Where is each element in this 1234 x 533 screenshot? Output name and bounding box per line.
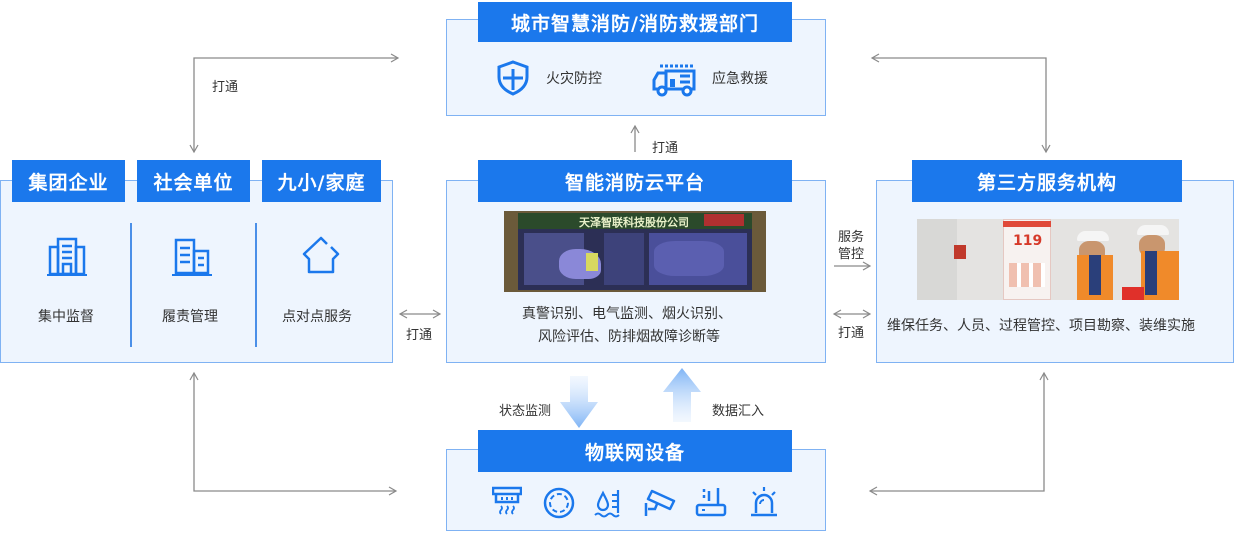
connector-top-left xyxy=(189,53,400,154)
connector-label-left-center: 打通 xyxy=(406,328,433,343)
water-level-icon xyxy=(594,487,624,523)
data-in-label: 数据汇入 xyxy=(712,404,765,419)
control-room-screen-image: 天泽智联科技股份公司 xyxy=(504,211,766,292)
platform-capabilities-line2: 风险评估、防排烟故障诊断等 xyxy=(538,329,720,345)
fire-truck-icon xyxy=(652,62,698,102)
fire-prevention-label: 火灾防控 xyxy=(546,71,602,87)
connector-top-right xyxy=(870,53,1051,154)
router-icon xyxy=(695,486,727,522)
smoke-detector-icon xyxy=(491,486,523,522)
workers-inspection-image: 119 xyxy=(917,219,1179,300)
shield-icon xyxy=(496,60,530,100)
office-building-icon xyxy=(47,237,87,281)
camera-icon xyxy=(643,487,677,523)
house-icon xyxy=(301,235,341,279)
platform-capabilities-line1: 真警识别、电气监测、烟火识别、 xyxy=(522,306,732,322)
iot-devices-title: 物联网设备 xyxy=(478,430,792,472)
connector-bottom-left xyxy=(189,371,398,496)
alarm-light-icon xyxy=(748,486,780,522)
third-party-title: 第三方服务机构 xyxy=(912,160,1182,202)
sensor-disc-icon xyxy=(543,487,575,523)
connector-label-service-line2: 管控 xyxy=(838,247,865,262)
maintenance-services-label: 维保任务、人员、过程管控、项目勘察、装维实施 xyxy=(887,318,1195,334)
tab-group-enterprise: 集团企业 xyxy=(12,160,125,202)
column-divider xyxy=(130,223,132,347)
poster-number: 119 xyxy=(1013,233,1043,249)
responsibility-management-label: 履责管理 xyxy=(162,309,218,325)
fire-department-title: 城市智慧消防/消防救援部门 xyxy=(478,2,792,42)
central-supervision-label: 集中监督 xyxy=(38,309,94,325)
connector-label-center-right: 打通 xyxy=(838,326,865,341)
connector-label-service-line1: 服务 xyxy=(838,230,865,245)
connector-label-top-left: 打通 xyxy=(212,80,239,95)
building-icon xyxy=(172,237,212,281)
tab-social-unit: 社会单位 xyxy=(137,160,250,202)
connector-label-center-up: 打通 xyxy=(652,141,679,156)
tab-small-places-family: 九小/家庭 xyxy=(262,160,381,202)
connector-bottom-right xyxy=(868,371,1049,496)
status-monitor-arrow xyxy=(560,376,598,428)
data-in-arrow xyxy=(663,368,701,422)
screen-banner-text: 天泽智联科技股份公司 xyxy=(579,216,689,229)
emergency-rescue-label: 应急救援 xyxy=(712,71,768,87)
status-monitor-label: 状态监测 xyxy=(499,404,552,419)
point-to-point-service-label: 点对点服务 xyxy=(282,309,352,325)
cloud-platform-title: 智能消防云平台 xyxy=(478,160,792,202)
column-divider xyxy=(255,223,257,347)
